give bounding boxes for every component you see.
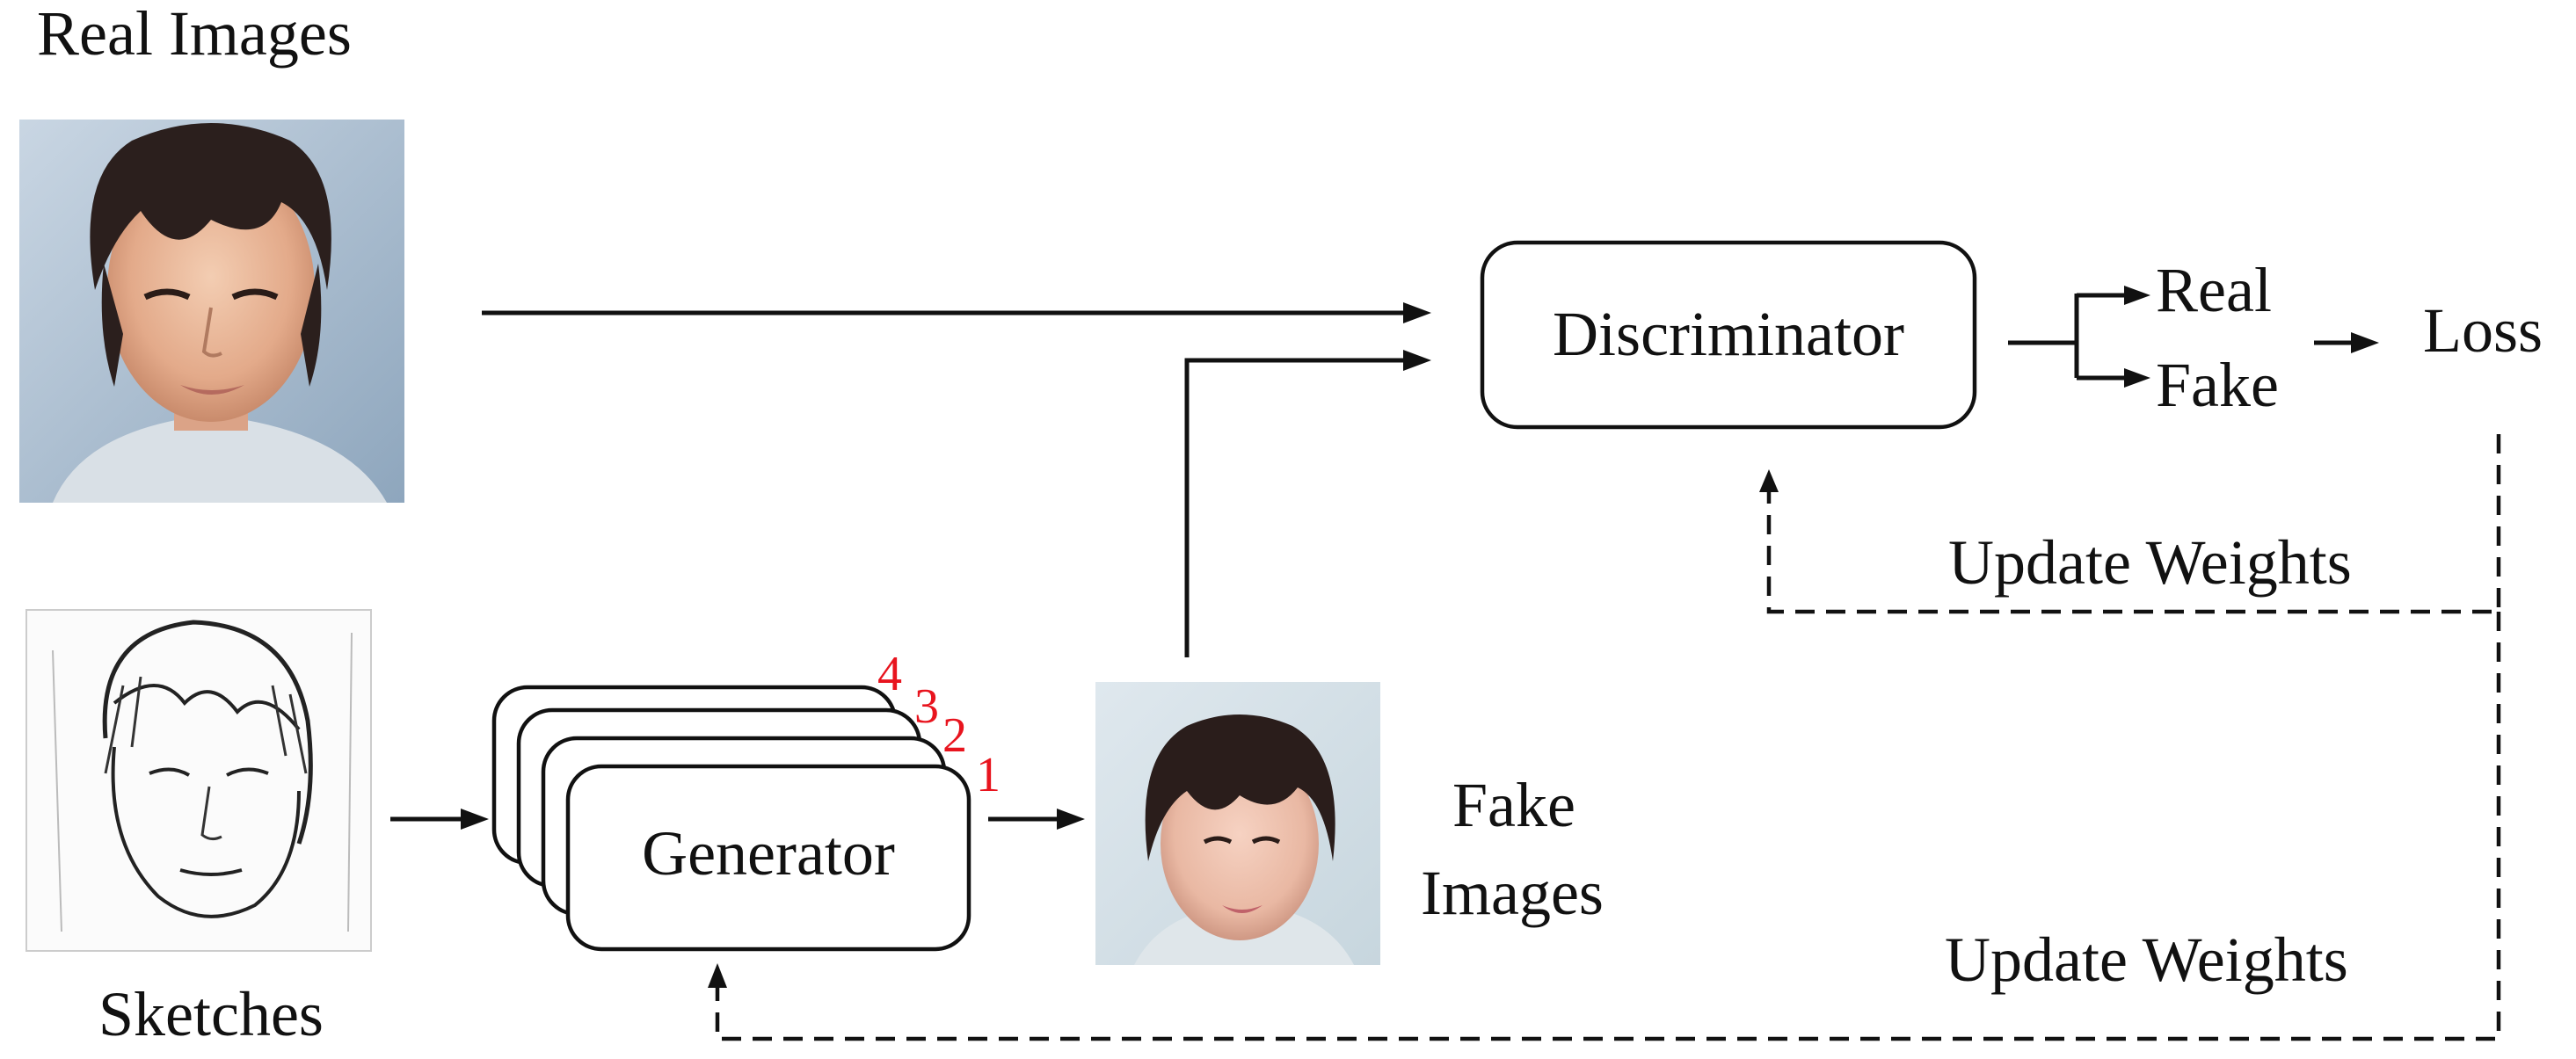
sketches-label: Sketches [98, 979, 324, 1049]
discriminator-label: Discriminator [1553, 299, 1904, 369]
stack-number-2: 2 [942, 708, 967, 763]
real-output-label: Real [2156, 255, 2272, 325]
generated-face-photo-icon [1095, 682, 1380, 965]
fake-images-label-line1: Fake [1452, 770, 1575, 840]
update-weights-discriminator-label: Update Weights [1948, 527, 2352, 598]
arrow-outputs-to-loss [2314, 332, 2379, 353]
real-face-photo-icon [19, 120, 404, 503]
loss-label: Loss [2423, 295, 2543, 366]
arrow-real-images-to-discriminator [482, 302, 1431, 323]
discriminator-box [1480, 240, 1977, 430]
face-sketch-icon [25, 609, 372, 952]
arrow-update-discriminator-weights [1759, 434, 2501, 614]
stack-number-1: 1 [976, 748, 1001, 802]
fake-images-label-line2: Images [1421, 858, 1604, 928]
stack-number-4: 4 [877, 647, 902, 701]
stack-number-3: 3 [914, 679, 939, 734]
arrow-fake-images-to-discriminator [1184, 350, 1431, 657]
arrow-update-generator-weights [708, 612, 2501, 1041]
arrow-generator-to-fake-images [988, 809, 1085, 830]
generator-stack: Generator 4 3 2 1 [491, 647, 1001, 952]
arrow-discriminator-to-outputs [2008, 286, 2150, 388]
update-weights-generator-label: Update Weights [1945, 925, 2348, 995]
generator-label: Generator [642, 818, 895, 889]
generator-box-1 [565, 764, 971, 952]
arrow-sketches-to-generator [390, 809, 489, 830]
fake-output-label: Fake [2156, 350, 2279, 420]
real-images-label: Real Images [37, 0, 352, 69]
